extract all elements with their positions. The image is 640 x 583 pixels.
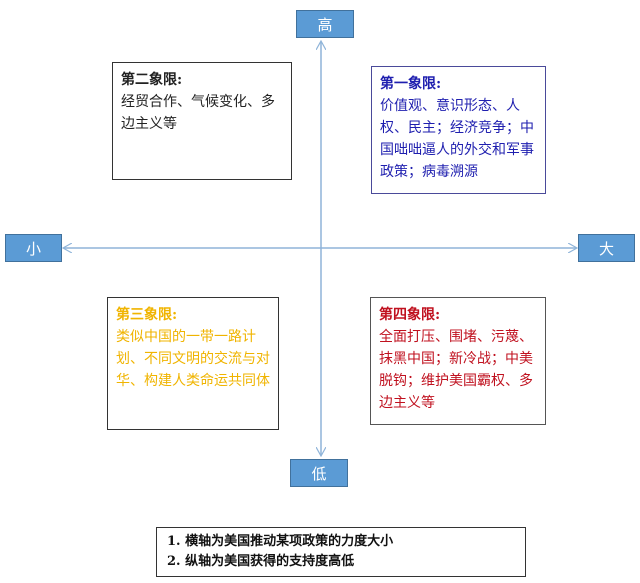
axis-notes: 1. 横轴为美国推动某项政策的力度大小 2. 纵轴为美国获得的支持度高低 (156, 527, 526, 577)
axis-label-high: 高 (296, 10, 354, 38)
quadrant-one-body: 价值观、意识形态、人权、民主；经济竞争；中国咄咄逼人的外交和军事政策；病毒溯源 (380, 98, 534, 180)
quadrant-four-title: 第四象限: (379, 307, 441, 323)
axis-label-small: 小 (5, 234, 62, 262)
quadrant-one: 第一象限: 价值观、意识形态、人权、民主；经济竞争；中国咄咄逼人的外交和军事政策… (371, 66, 546, 194)
axis-label-low: 低 (290, 459, 348, 487)
axis-label-large: 大 (578, 234, 635, 262)
quadrant-two: 第二象限: 经贸合作、气候变化、多边主义等 (112, 62, 292, 180)
note-vertical-axis: 2. 纵轴为美国获得的支持度高低 (167, 554, 355, 569)
quadrant-three: 第三象限: 类似中国的一带一路计划、不同文明的交流与对华、构建人类命运共同体 (107, 297, 279, 430)
quadrant-three-title: 第三象限: (116, 307, 178, 323)
quadrant-three-body: 类似中国的一带一路计划、不同文明的交流与对华、构建人类命运共同体 (116, 329, 270, 389)
note-horizontal-axis: 1. 横轴为美国推动某项政策的力度大小 (167, 534, 394, 549)
quadrant-four-body: 全面打压、围堵、污蔑、抹黑中国；新冷战；中美脱钩；维护美国霸权、多边主义等 (379, 329, 533, 411)
quadrant-two-title: 第二象限: (121, 72, 183, 88)
quadrant-four: 第四象限: 全面打压、围堵、污蔑、抹黑中国；新冷战；中美脱钩；维护美国霸权、多边… (370, 297, 546, 425)
quadrant-two-body: 经贸合作、气候变化、多边主义等 (121, 94, 275, 132)
quadrant-one-title: 第一象限: (380, 76, 442, 92)
